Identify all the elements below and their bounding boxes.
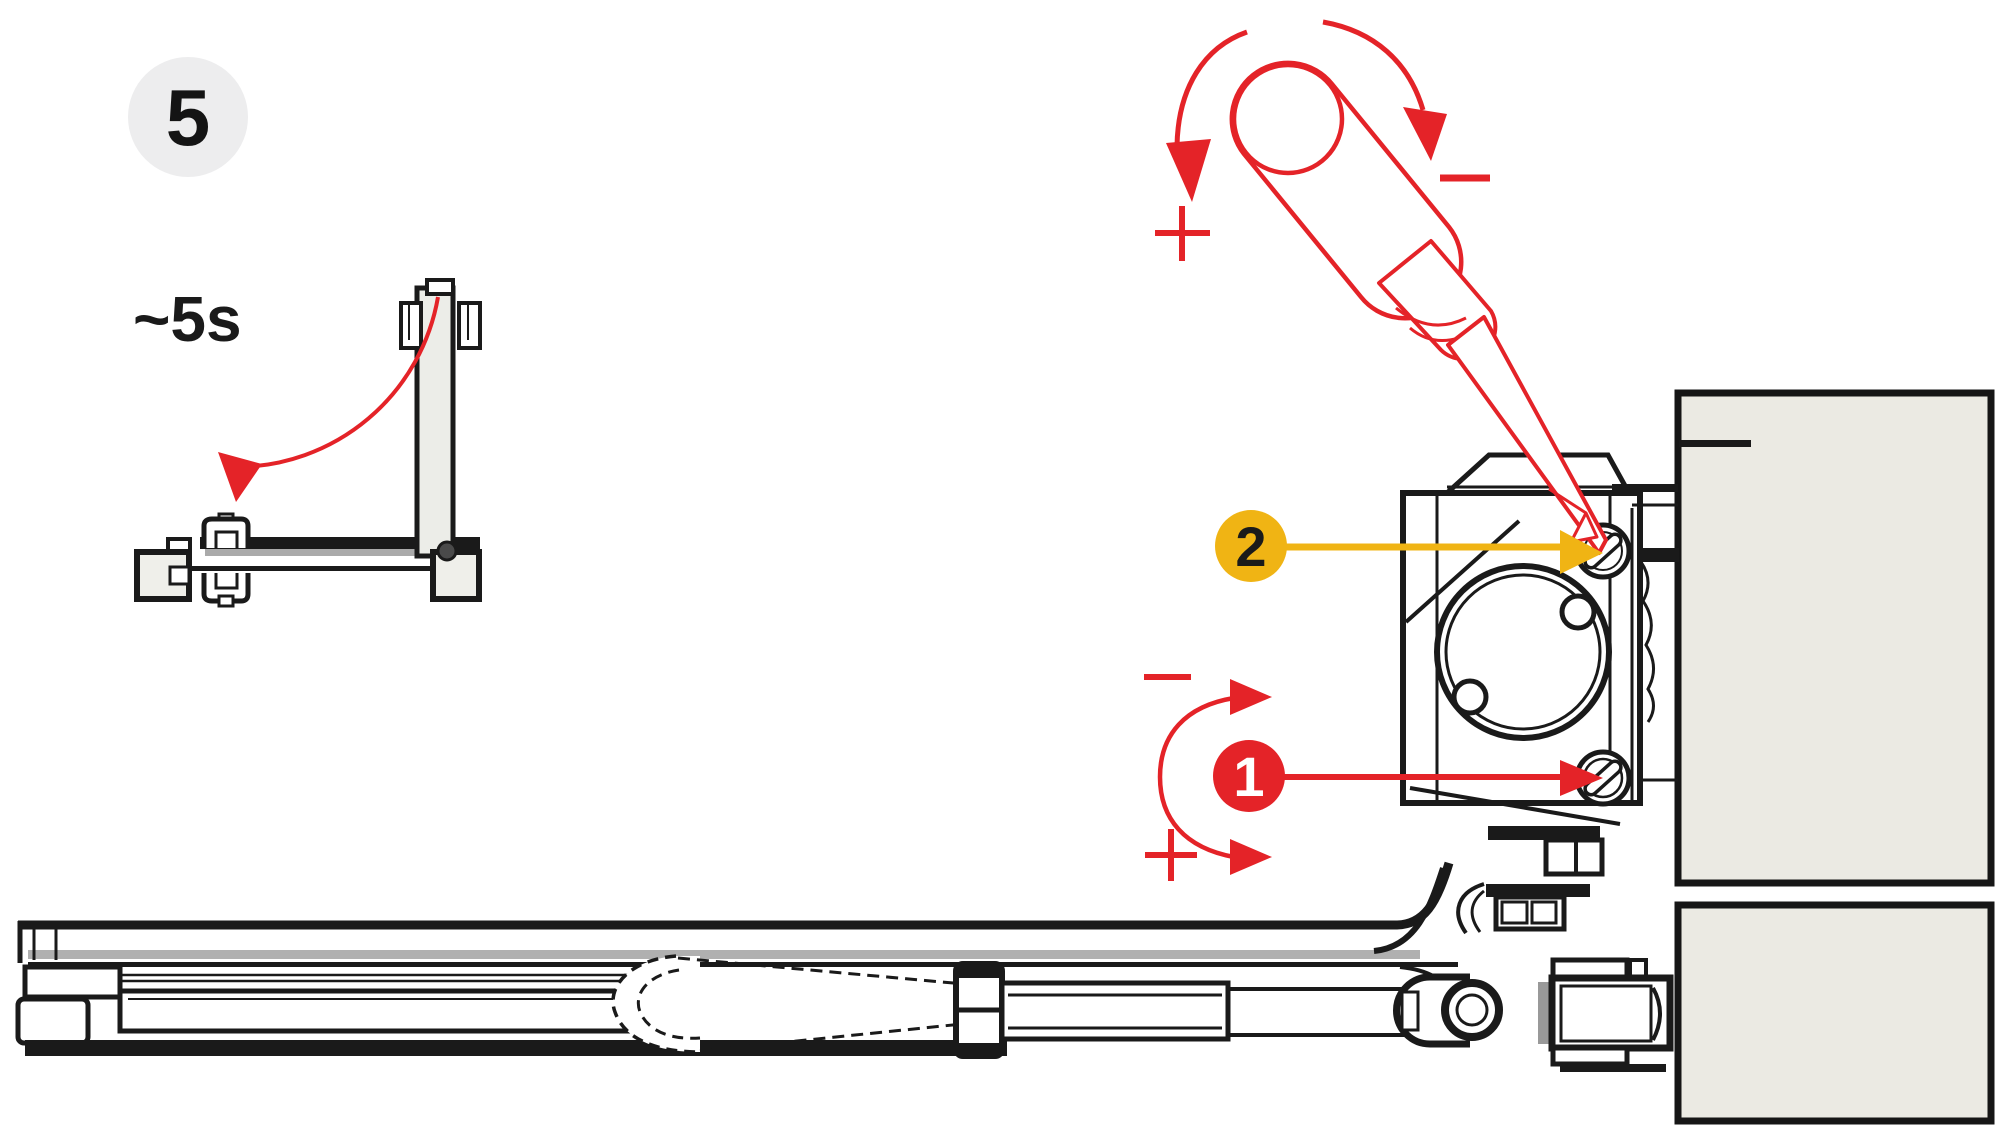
leaf-left-cells [32,926,58,960]
callout-2-arrowhead [1560,530,1603,574]
callout-1: 1 [1213,740,1603,812]
step-number: 5 [166,73,211,162]
arm-pivot-ring [1441,979,1503,1041]
mini-top-clamp-left [399,301,423,350]
leaf-box-1 [22,964,123,1000]
body-frame-link-mid [1642,548,1679,562]
plus-icon [1155,206,1210,261]
mini-thin-rail [192,566,434,571]
ccw-arc [1174,29,1248,147]
arm-end-mask [613,956,700,1052]
frame-bracket-inner [1559,984,1653,1043]
cw-arrowhead [1403,107,1447,161]
body-diagonal-lower [1409,786,1621,826]
piston-circle-inner [1444,573,1602,731]
door-leaf-profile [15,861,1458,1056]
blade-fold [1569,511,1599,544]
foot-cell-1 [1500,900,1529,925]
leaf-box-2 [15,996,91,1046]
closing-time-label: ~5s [133,283,242,355]
mini-right-frame-panel [430,549,482,602]
arc-arrowhead-top [1230,679,1272,715]
mini-rail-shadow [205,549,477,556]
blade-line [1548,487,1587,515]
joint-cap-bottom [959,1043,999,1055]
closing-arc-arrowhead [218,452,262,502]
slide-rail-channel [117,988,659,1034]
arc-arrowhead-bottom [1230,839,1272,875]
ccw-arrowhead [1166,139,1211,202]
screwdriver-shaft [1446,315,1608,555]
callout-2-circle [1215,510,1287,582]
plus-top-strokes [1155,206,1210,261]
bracket-bottom-bar [1560,1064,1666,1072]
body-frame-link-top [1612,484,1678,492]
screwdriver-icon [1229,60,1608,555]
arm-curve-up [1373,867,1446,954]
mini-clamp-notch-bottom [217,594,235,608]
arm-shaft [999,980,1231,1042]
callout-1-arc [1157,695,1235,860]
foot-cell-2 [1530,900,1558,925]
leaf-bottom-band [25,1040,1007,1056]
body-hole-upper [1559,593,1597,631]
door-closing-mini-diagram [134,278,482,608]
callout-1-rotation-arc [1157,679,1272,875]
closer-body [1400,452,1679,935]
joint-cap-top [959,965,999,978]
callout-2-number: 2 [1235,515,1266,578]
mini-left-panel-notch [168,565,191,586]
arm-end-inner [636,968,701,1040]
callout-1-arrowhead [1560,760,1603,796]
rotate-ccw-arrow-icon [1166,29,1248,202]
step-badge-circle [128,57,248,177]
plus-bottom-strokes [1145,829,1197,881]
mini-lower-clamp-inner [214,573,239,590]
foot-hook-inner [1470,889,1485,933]
arm-pivot-center [1455,993,1489,1027]
arm-assembly [953,957,1674,1072]
body-frame-link-lines [1632,503,1678,782]
frame-profile-lower [1674,901,1995,1125]
foot-bar-2 [1486,884,1590,897]
pivot-gray-strip [1538,982,1551,1044]
mini-rail [200,537,480,549]
closing-arc [236,296,440,469]
rail-double-line [120,973,656,983]
mini-top-clamp-right [457,301,482,350]
step-badge: 5 [128,57,248,177]
frame-profile-upper [1674,389,1995,887]
frame-mark [1679,440,1751,447]
bracket-bottom-tab [1550,1045,1630,1067]
leaf-shadow-band [28,950,1420,959]
arm-link-lines [1228,987,1424,1037]
pivot-capsule-cell [1400,990,1420,1032]
mini-door-top-step [425,278,455,296]
arm-shaft-inner [1008,993,1222,1030]
foot-hook-outer [1456,882,1485,935]
screwdriver-handle-cap [1231,62,1345,176]
body-scallop-edge [1639,561,1655,723]
body-hole-lower [1451,678,1489,716]
door-closing-arc-arrow-icon [218,296,440,502]
mini-hinge-pivot [436,540,458,562]
arm-end-outer [611,954,701,1054]
callout-2: 2 [1215,510,1603,582]
body-diagonal-upper [1404,519,1521,624]
cw-arc [1322,19,1426,111]
plus-icon-2 [1145,829,1197,881]
mini-upper-clamp-inner [214,530,239,548]
bracket-curve-edge [1651,987,1662,1041]
foot-bar-1 [1488,826,1600,840]
frame-profile [1674,389,1995,1125]
callout-1-circle [1213,740,1285,812]
rotate-cw-arrow-icon [1322,19,1447,161]
callout-1-number: 1 [1233,745,1264,808]
